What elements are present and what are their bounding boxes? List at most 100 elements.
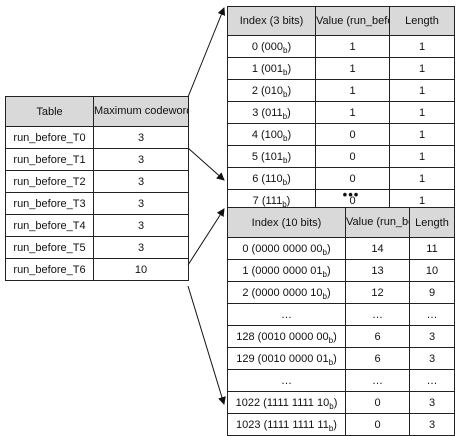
index-text: … xyxy=(281,374,292,387)
max-length-cell: 3 xyxy=(93,148,189,171)
index-close: ) xyxy=(333,330,337,343)
index-subscript: b xyxy=(322,247,327,257)
value-cell: 1 xyxy=(315,57,390,80)
table-name-cell: run_before_T2 xyxy=(5,170,94,193)
index-cell: 4 (100b) xyxy=(227,123,316,146)
top-header-index: Index (3 bits) xyxy=(227,6,316,36)
index-cell: … xyxy=(227,303,346,326)
value-cell: 6 xyxy=(345,347,410,370)
index-cell: 0 (000b) xyxy=(227,35,316,58)
table-row: ……… xyxy=(227,303,455,326)
index-text: 0 (000 xyxy=(251,40,284,53)
value-cell: 1 xyxy=(315,101,390,124)
bottom-header-length: Length xyxy=(409,207,455,238)
table-name-cell: run_before_T4 xyxy=(5,214,94,237)
length-cell: 1 xyxy=(389,167,455,190)
length-cell: 10 xyxy=(409,259,455,282)
index-close: ) xyxy=(326,286,331,299)
table-name-cell: run_before_T3 xyxy=(5,192,94,215)
index-cell: 3 (011b) xyxy=(227,101,316,124)
index-subscript: b xyxy=(283,45,288,55)
index-subscript: b xyxy=(322,269,327,279)
index-close: ) xyxy=(287,172,291,185)
index-subscript: b xyxy=(283,155,288,165)
bottom-header-value: Value (run_before) xyxy=(345,207,410,238)
length-cell: 1 xyxy=(389,101,455,124)
max-length-cell: 3 xyxy=(93,236,189,259)
value-cell: 14 xyxy=(345,237,410,260)
index-close: ) xyxy=(287,150,292,163)
index-close: ) xyxy=(287,84,292,97)
arrow-t6-top-left xyxy=(187,208,225,266)
value-cell: 13 xyxy=(345,259,410,282)
top-header-value: Value (run_before) xyxy=(315,6,390,36)
length-cell: 1 xyxy=(389,35,455,58)
index-subscript: b xyxy=(282,177,288,187)
index-close: ) xyxy=(326,264,331,277)
index-text: 3 (011 xyxy=(252,106,283,119)
index-text: 129 (0010 0000 01 xyxy=(236,352,329,365)
value-cell: 0 xyxy=(315,145,390,168)
length-cell: 1 xyxy=(389,123,455,146)
value-cell: 0 xyxy=(345,413,410,436)
length-cell: 11 xyxy=(409,237,455,260)
length-cell: 3 xyxy=(409,413,455,436)
value-cell: 1 xyxy=(315,79,390,102)
index-subscript: b xyxy=(282,199,287,209)
index-subscript: b xyxy=(328,335,334,345)
max-length-cell: 3 xyxy=(93,126,189,149)
index-subscript: b xyxy=(283,133,288,143)
length-cell: 3 xyxy=(409,391,455,414)
bottom-header-index: Index (10 bits) xyxy=(227,207,346,238)
index-text: 1 (0000 0000 01 xyxy=(242,264,323,277)
index-cell: 1 (001b) xyxy=(227,57,316,80)
index-subscript: b xyxy=(282,111,288,121)
top-table: Index (3 bits) Value (run_before) Length… xyxy=(227,6,455,212)
index-text: 4 (100 xyxy=(251,128,284,141)
value-cell: … xyxy=(345,369,410,392)
left-table: Table Maximum codeword length run_before… xyxy=(5,96,189,281)
table-name-cell: run_before_T6 xyxy=(5,258,94,281)
left-header-table: Table xyxy=(5,96,94,127)
index-cell: 129 (0010 0000 01b) xyxy=(227,347,346,370)
index-text: 2 (0000 0000 10 xyxy=(242,286,323,299)
index-close: ) xyxy=(287,128,292,141)
index-close: ) xyxy=(333,418,337,431)
index-text: 6 (110 xyxy=(252,172,283,185)
length-cell: … xyxy=(409,303,455,326)
between-tables-ellipsis: ••• xyxy=(342,187,360,202)
index-cell: 2 (0000 0000 10b) xyxy=(227,281,346,304)
arrow-t0-top-left xyxy=(187,7,226,98)
max-length-cell: 3 xyxy=(93,192,189,215)
length-cell: 9 xyxy=(409,281,455,304)
index-subscript: b xyxy=(322,291,327,301)
max-length-cell: 10 xyxy=(93,258,189,281)
connector-arrows xyxy=(187,7,226,405)
length-cell: 3 xyxy=(409,347,455,370)
index-text: 1023 (1111 1111 11 xyxy=(236,418,329,431)
table-name-cell: run_before_T1 xyxy=(5,148,94,171)
index-subscript: b xyxy=(283,89,288,99)
index-cell: 128 (0010 0000 00b) xyxy=(227,325,346,348)
index-close: ) xyxy=(287,40,292,53)
length-cell: 1 xyxy=(389,57,455,80)
length-cell: 3 xyxy=(409,325,455,348)
index-cell: 7 (111b) xyxy=(227,189,316,212)
index-subscript: b xyxy=(328,357,334,367)
table-name-cell: run_before_T0 xyxy=(5,126,94,149)
